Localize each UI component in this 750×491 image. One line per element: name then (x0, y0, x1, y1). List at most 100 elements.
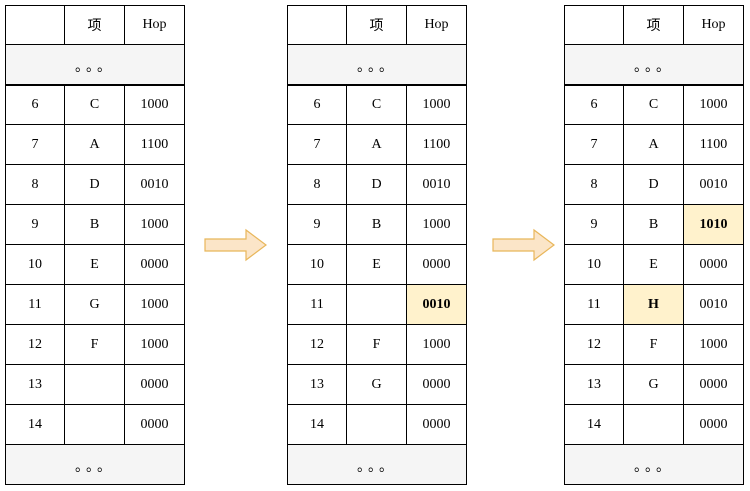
cell-item: H (624, 285, 684, 325)
cell-hop: 0000 (125, 405, 185, 445)
arrow-1-shape (204, 228, 267, 262)
cell-hop: 0010 (684, 165, 744, 205)
cell-index: 13 (564, 365, 624, 405)
cell-hop: 1000 (684, 85, 744, 125)
cell-index: 11 (287, 285, 347, 325)
cell-index: 11 (5, 285, 65, 325)
cell-item: E (624, 245, 684, 285)
cell-index: 13 (5, 365, 65, 405)
cell-hop: 0000 (407, 365, 467, 405)
cell-item: C (624, 85, 684, 125)
ellipsis-bottom: 。。。 (5, 445, 185, 485)
cell-index: 9 (564, 205, 624, 245)
cell-item: G (65, 285, 125, 325)
cell-index: 6 (287, 85, 347, 125)
cell-hop: 1000 (125, 285, 185, 325)
cell-item: A (65, 125, 125, 165)
cell-index: 9 (5, 205, 65, 245)
cell-item: B (624, 205, 684, 245)
cell-hop: 0000 (407, 405, 467, 445)
cell-hop: 1100 (684, 125, 744, 165)
ellipsis-bottom: 。。。 (564, 445, 744, 485)
header-item: 项 (65, 5, 125, 45)
cell-index: 11 (564, 285, 624, 325)
header-index (5, 5, 65, 45)
table-row: 14 0000 (564, 405, 744, 445)
cell-index: 12 (287, 325, 347, 365)
cell-index: 7 (5, 125, 65, 165)
header-index (287, 5, 347, 45)
cell-hop: 1000 (407, 85, 467, 125)
table-row: 13 0000 (5, 365, 185, 405)
cell-item: E (347, 245, 407, 285)
cell-item: D (347, 165, 407, 205)
cell-item: C (65, 85, 125, 125)
cell-item (624, 405, 684, 445)
cell-item: E (65, 245, 125, 285)
cell-hop: 1000 (125, 205, 185, 245)
cell-hop: 1000 (125, 85, 185, 125)
cell-item: B (347, 205, 407, 245)
cell-hop: 0000 (125, 245, 185, 285)
cell-index: 14 (564, 405, 624, 445)
ellipsis-top: 。。。 (564, 45, 744, 85)
cell-index: 9 (287, 205, 347, 245)
table-row: 11 0010 (287, 285, 467, 325)
ellipsis-top: 。。。 (287, 45, 467, 85)
cell-index: 6 (5, 85, 65, 125)
cell-hop: 0000 (684, 365, 744, 405)
cell-hop: 1000 (407, 325, 467, 365)
cell-index: 8 (287, 165, 347, 205)
cell-hop: 0000 (684, 245, 744, 285)
cell-index: 6 (564, 85, 624, 125)
cell-item (65, 405, 125, 445)
cell-hop: 0000 (125, 365, 185, 405)
cell-index: 8 (564, 165, 624, 205)
cell-item (65, 365, 125, 405)
header-hop: Hop (125, 5, 185, 45)
arrow-2-shape (492, 228, 555, 262)
cell-index: 13 (287, 365, 347, 405)
cell-index: 7 (287, 125, 347, 165)
ellipsis-top: 。。。 (5, 45, 185, 85)
cell-item: G (347, 365, 407, 405)
cell-hop: 1000 (407, 205, 467, 245)
cell-item: F (624, 325, 684, 365)
cell-index: 12 (5, 325, 65, 365)
cell-index: 14 (5, 405, 65, 445)
cell-item: D (624, 165, 684, 205)
cell-hop: 0010 (407, 165, 467, 205)
cell-index: 7 (564, 125, 624, 165)
header-hop: Hop (407, 5, 467, 45)
cell-item: A (347, 125, 407, 165)
cell-item: F (65, 325, 125, 365)
header-hop: Hop (684, 5, 744, 45)
cell-item: G (624, 365, 684, 405)
cell-hop: 0000 (407, 245, 467, 285)
cell-hop: 1100 (125, 125, 185, 165)
cell-item (347, 285, 407, 325)
cell-hop: 0000 (684, 405, 744, 445)
cell-hop: 1010 (684, 205, 744, 245)
cell-item (347, 405, 407, 445)
cell-hop: 0010 (407, 285, 467, 325)
table-header: 项 Hop (5, 5, 185, 45)
right-arrow-icon (492, 228, 555, 262)
cell-hop: 1000 (684, 325, 744, 365)
